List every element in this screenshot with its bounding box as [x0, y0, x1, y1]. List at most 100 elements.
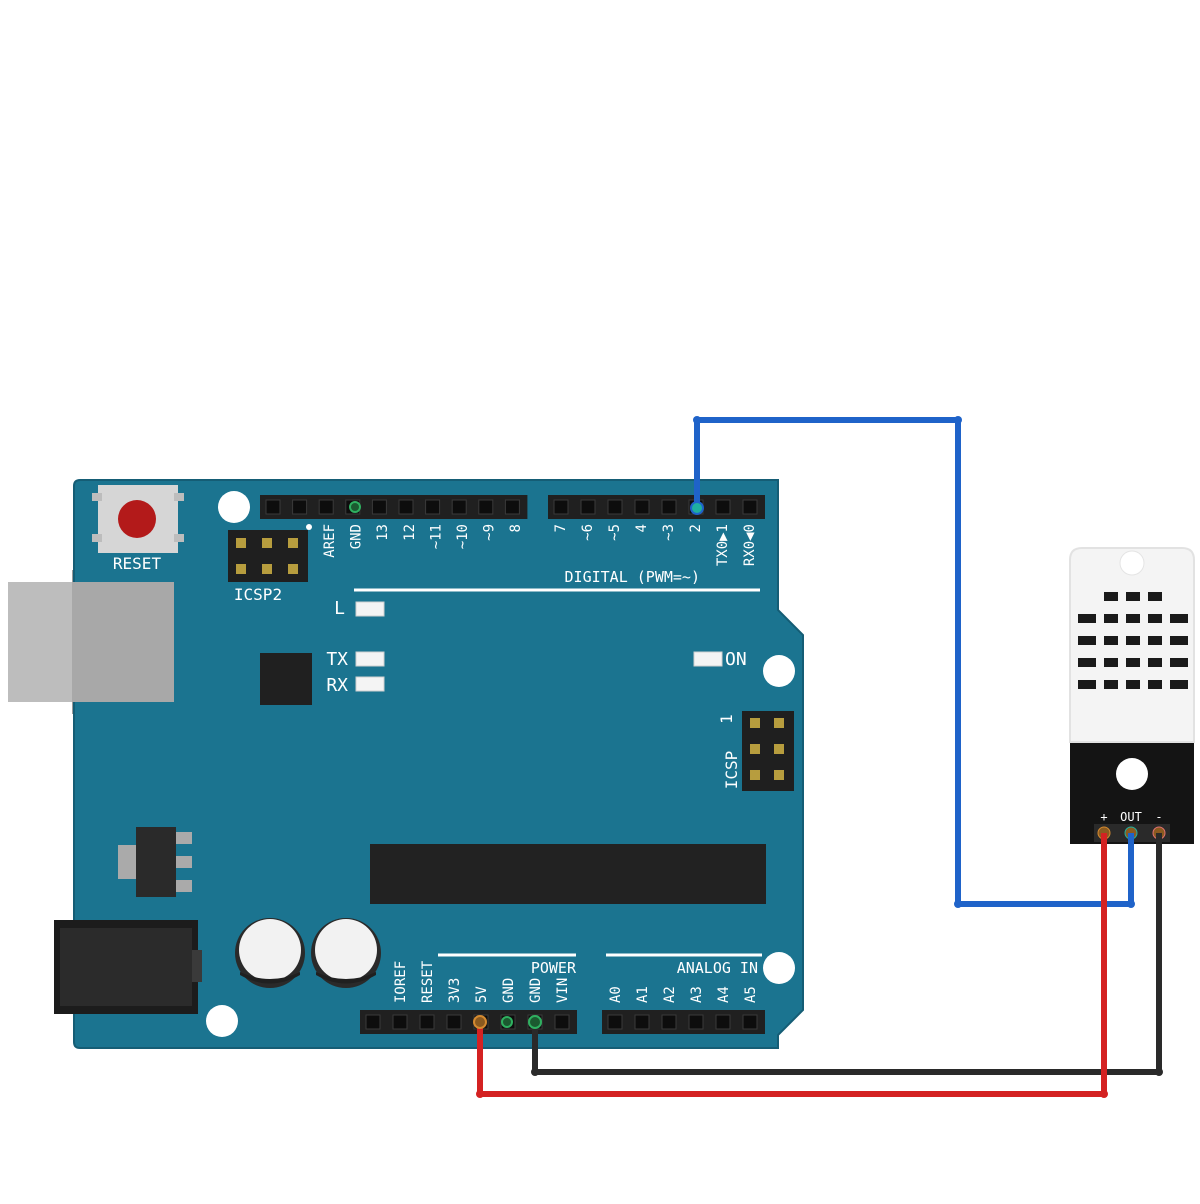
- sensor-plus-label: +: [1100, 810, 1107, 824]
- analog-header: [602, 1010, 765, 1034]
- pin-label: 3V3: [447, 978, 463, 1003]
- pin-label: A1: [635, 986, 651, 1003]
- pin-label: 12: [402, 524, 418, 541]
- pin-label: 5V: [474, 986, 490, 1003]
- sensor-minus-label: -: [1155, 810, 1162, 824]
- pin-label: TX0▶1: [715, 524, 731, 566]
- icsp2-header: [228, 530, 308, 582]
- vent-slot: [1148, 592, 1162, 601]
- power-wire: [477, 833, 1107, 1097]
- led-on-label: ON: [725, 649, 747, 670]
- header-pin[interactable]: [742, 499, 758, 515]
- pin-label: GND: [528, 978, 544, 1003]
- pin-label: ~5: [607, 524, 623, 541]
- header-pin[interactable]: [688, 1014, 704, 1030]
- pin-label: 7: [553, 524, 569, 532]
- gnd-pin-marker: [349, 501, 361, 513]
- header-pin[interactable]: [715, 499, 731, 515]
- vent-slot: [1078, 658, 1096, 667]
- vent-slot: [1148, 680, 1162, 689]
- pin-label: AREF: [322, 524, 338, 558]
- vent-slot: [1104, 680, 1118, 689]
- header-pin[interactable]: [607, 1014, 623, 1030]
- capacitor: [311, 918, 381, 988]
- board-pcb: [73, 479, 804, 1049]
- header-pin[interactable]: [504, 499, 520, 515]
- reset-button[interactable]: [118, 500, 156, 538]
- digital-header-right: [548, 495, 765, 519]
- pin-label: A4: [716, 986, 732, 1003]
- header-pin[interactable]: [398, 499, 414, 515]
- pin-label: IOREF: [393, 961, 409, 1003]
- usb-chip: [260, 653, 312, 705]
- capacitor: [235, 918, 305, 988]
- vent-slot: [1148, 636, 1162, 645]
- pin-label: A5: [743, 986, 759, 1003]
- pin-label: ~11: [428, 524, 444, 549]
- pin2-connection: [690, 501, 704, 515]
- header-pin[interactable]: [553, 499, 569, 515]
- header-pin[interactable]: [661, 1014, 677, 1030]
- mount-hole: [218, 491, 250, 523]
- vent-slot: [1126, 680, 1140, 689]
- vent-slot: [1126, 614, 1140, 623]
- led-tx: [355, 651, 385, 667]
- header-pin[interactable]: [365, 1014, 381, 1030]
- header-pin[interactable]: [580, 499, 596, 515]
- header-pin[interactable]: [554, 1014, 570, 1030]
- led-l: [355, 601, 385, 617]
- pin-label: ~9: [482, 524, 498, 541]
- pin-label: 13: [375, 524, 391, 541]
- power-header: [360, 1010, 577, 1034]
- vent-slot: [1078, 636, 1096, 645]
- pin-label: GND: [501, 978, 517, 1003]
- microcontroller-chip: [370, 844, 766, 904]
- sensor-out-label: OUT: [1120, 810, 1142, 824]
- ground-wire: [532, 833, 1162, 1075]
- header-pin[interactable]: [607, 499, 623, 515]
- header-pin[interactable]: [634, 499, 650, 515]
- icsp2-label: ICSP2: [234, 585, 282, 604]
- header-pin[interactable]: [425, 499, 441, 515]
- voltage-regulator: [118, 827, 192, 897]
- icsp-header: [742, 711, 794, 791]
- vent-slot: [1104, 592, 1118, 601]
- pin-label: GND: [349, 524, 365, 549]
- mount-hole: [763, 952, 795, 984]
- header-pin[interactable]: [371, 499, 387, 515]
- vent-slot: [1170, 614, 1188, 623]
- pingnd-connection: [528, 1015, 542, 1029]
- power-label: POWER: [531, 959, 577, 977]
- pin-label: 2: [688, 524, 704, 532]
- pin-label: ~6: [580, 524, 596, 541]
- led-on: [693, 651, 723, 667]
- header-pin[interactable]: [451, 499, 467, 515]
- header-pin[interactable]: [292, 499, 308, 515]
- header-pin[interactable]: [715, 1014, 731, 1030]
- analog-label: ANALOG IN: [677, 959, 758, 977]
- pin-label: 4: [634, 524, 650, 532]
- header-pin[interactable]: [634, 1014, 650, 1030]
- pin-label: RESET: [420, 960, 436, 1003]
- vent-slot: [1170, 658, 1188, 667]
- header-pin[interactable]: [265, 499, 281, 515]
- header-pin[interactable]: [446, 1014, 462, 1030]
- vent-slot: [1126, 592, 1140, 601]
- header-pin[interactable]: [661, 499, 677, 515]
- header-pin[interactable]: [742, 1014, 758, 1030]
- vent-slot: [1170, 680, 1188, 689]
- pin-label: A3: [689, 986, 705, 1003]
- led-tx-label: TX: [326, 649, 348, 670]
- gnd-pin-marker: [501, 1016, 513, 1028]
- header-pin[interactable]: [318, 499, 334, 515]
- led-rx: [355, 676, 385, 692]
- pin-label: ~10: [455, 524, 471, 549]
- header-pin[interactable]: [478, 499, 494, 515]
- icsp-label: ICSP: [722, 751, 741, 790]
- header-pin[interactable]: [419, 1014, 435, 1030]
- header-pin[interactable]: [392, 1014, 408, 1030]
